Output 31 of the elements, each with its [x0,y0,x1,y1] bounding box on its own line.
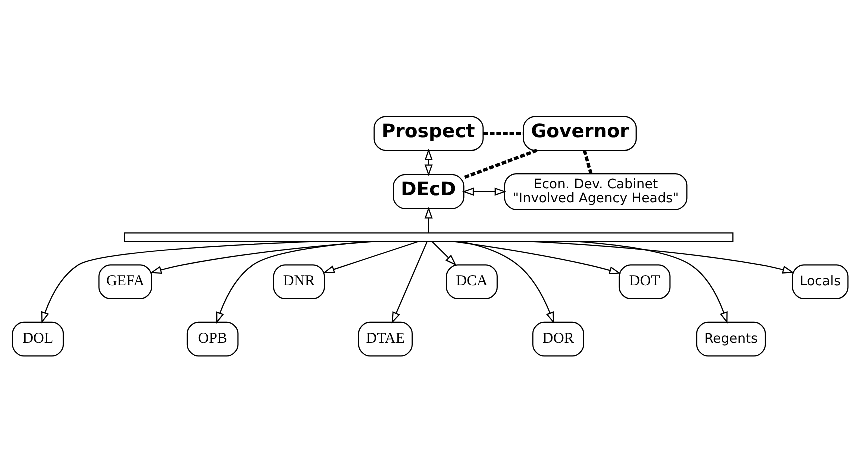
node-box: OPB [186,322,239,357]
node-box: GEFA [98,264,152,300]
node-box: Locals [792,264,849,300]
arrow [454,241,622,274]
arrow [529,241,794,274]
connector [464,149,538,180]
node-box: Regents [696,322,766,357]
node-box: Prospect [374,116,484,152]
arrow [460,241,554,324]
arrow [41,241,316,324]
arrow [576,241,728,324]
node-bar [124,232,734,242]
arrow [216,241,372,324]
arrow [150,241,376,274]
node-box: DTAE [358,322,413,357]
connector [484,132,524,136]
node-box: DCA [446,264,498,300]
node-box: DNR [273,264,326,300]
connector [583,150,593,174]
node-box: DOT [618,264,671,300]
arrow [392,241,428,324]
arrow [323,241,419,274]
node-box: Econ. Dev. Cabinet "Involved Agency Heads" [504,173,688,210]
arrow [462,188,507,196]
node-box: DEcD [393,174,465,210]
node-box: DOL [12,322,64,357]
node-box: DOR [532,322,584,357]
arrow [424,148,433,176]
arrow [432,241,457,266]
node-box: Governor [523,116,637,152]
arrow [424,207,433,233]
